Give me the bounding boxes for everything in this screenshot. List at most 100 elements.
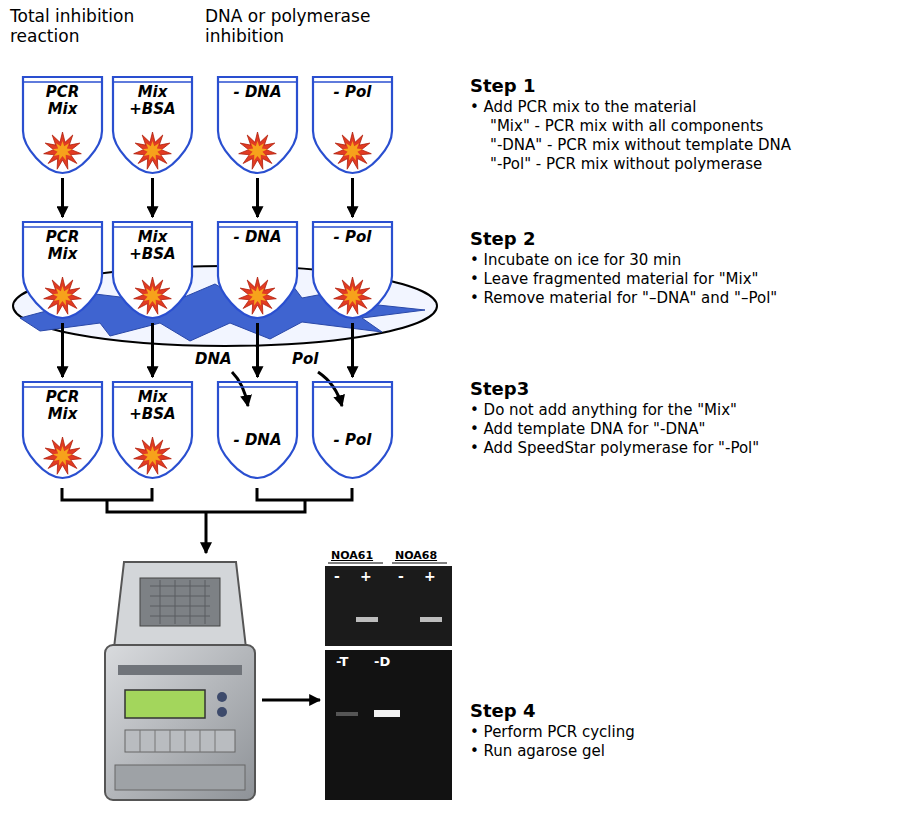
machine-slot: [118, 665, 242, 675]
flow-arrow: [256, 178, 259, 217]
heating-block: [140, 578, 220, 626]
reaction-tube: Mix +BSA: [110, 75, 195, 175]
material-fragment: [143, 446, 163, 465]
flow-arrow: [151, 178, 154, 217]
material-fragment: [143, 141, 163, 160]
material-fragment: [44, 132, 82, 169]
material-fragment: [134, 132, 172, 169]
gel-band: [336, 712, 358, 716]
lane-label: +: [360, 568, 376, 585]
flow-arrow: [351, 178, 354, 217]
flow-arrow: [61, 323, 64, 377]
tube-body: [313, 382, 392, 478]
tube-label: Mix +BSA: [125, 389, 181, 423]
material-fragment: [53, 286, 73, 305]
material-fragment: [248, 141, 268, 160]
flow-arrow: [262, 699, 320, 702]
step-heading: Step 2: [470, 228, 890, 250]
material-fragment: [343, 286, 363, 305]
pcr-machine: [105, 562, 255, 800]
step-bullet: • Leave fragmented material for "Mix": [470, 270, 890, 288]
step-bullet: • Incubate on ice for 30 min: [470, 251, 890, 269]
column-heading: Total inhibition reaction: [10, 6, 195, 47]
material-fragment: [248, 286, 268, 305]
tube-rim: [113, 386, 192, 388]
tube-rim: [313, 226, 392, 228]
machine-button: [217, 707, 227, 717]
tube-rim: [313, 81, 392, 83]
step-bullet: • Add PCR mix to the material: [470, 98, 890, 116]
step-bullet: • Add SpeedStar polymerase for "-Pol": [470, 439, 890, 457]
lane-group-line: [328, 563, 447, 564]
material-fragment: [53, 141, 73, 160]
material-fragment: [53, 446, 73, 465]
step-heading: Step 4: [470, 700, 890, 722]
tube-label: Mix +BSA: [125, 229, 181, 263]
tube-body: [23, 77, 102, 173]
machine-button: [217, 692, 227, 702]
gel-band: [356, 617, 378, 622]
tube-body: [113, 222, 192, 318]
reaction-tube: PCR Mix: [20, 220, 105, 320]
reaction-tube: - DNA: [215, 380, 300, 480]
tube-body: [313, 222, 392, 318]
reagent-label: DNA: [195, 350, 240, 368]
tube-body: [23, 382, 102, 478]
step-heading: Step3: [470, 378, 890, 400]
tube-rim: [218, 226, 297, 228]
gel-image: [325, 650, 452, 800]
tube-body: [218, 222, 297, 318]
material-fragment: [134, 437, 172, 474]
addition-arrow: [232, 372, 248, 406]
lane-label: -D: [374, 654, 402, 670]
reaction-tube: - Pol: [310, 220, 395, 320]
step-bullet: • Perform PCR cycling: [470, 723, 890, 741]
lane-label: -T: [336, 654, 364, 670]
keypad-keys: [140, 730, 215, 752]
reagent-label: Pol: [292, 350, 337, 368]
step-detail: "-Pol" - PCR mix without polymerase: [490, 155, 890, 173]
tube-rim: [23, 81, 102, 83]
material-fragment: [334, 277, 372, 314]
flow-arrow: [205, 512, 208, 553]
tube-outline: [215, 380, 300, 480]
tube-label: - DNA: [219, 432, 297, 449]
step-bullet: • Run agarose gel: [470, 742, 890, 760]
tube-label: - DNA: [219, 84, 297, 101]
machine-base: [105, 645, 255, 800]
reaction-tube: - DNA: [215, 220, 300, 320]
column-heading: DNA or polymerase inhibition: [205, 6, 420, 47]
gel-band: [420, 617, 442, 622]
lane-label: +: [424, 568, 440, 585]
step-bullet: • Remove material for "–DNA" and "–Pol": [470, 289, 890, 307]
material-fragment: [44, 277, 82, 314]
tube-label: - Pol: [314, 432, 392, 449]
material-fragment: [334, 132, 372, 169]
material-fragment: [44, 437, 82, 474]
material-fragment: [134, 277, 172, 314]
flow-arrow: [151, 323, 154, 377]
flow-arrow: [351, 323, 354, 377]
tube-label: PCR Mix: [35, 389, 91, 423]
tube-rim: [218, 81, 297, 83]
reaction-tube: Mix +BSA: [110, 380, 195, 480]
reaction-tube: - Pol: [310, 380, 395, 480]
sample-name: NOA68: [395, 549, 447, 562]
lane-label: -: [334, 568, 350, 585]
step-bullet: • Add template DNA for "-DNA": [470, 420, 890, 438]
step-bullet: • Do not add anything for the "Mix": [470, 401, 890, 419]
tube-label: PCR Mix: [35, 229, 91, 263]
flow-arrow: [61, 178, 64, 217]
reaction-tube: - Pol: [310, 75, 395, 175]
machine-lid: [114, 562, 246, 648]
reaction-tube: Mix +BSA: [110, 220, 195, 320]
tube-body: [23, 222, 102, 318]
merge-bracket: [62, 488, 352, 512]
material-fragment: [343, 141, 363, 160]
tube-rim: [113, 226, 192, 228]
tube-rim: [23, 226, 102, 228]
step-detail: "Mix" - PCR mix with all components: [490, 117, 890, 135]
gel-image: [325, 566, 452, 646]
tube-label: PCR Mix: [35, 84, 91, 118]
